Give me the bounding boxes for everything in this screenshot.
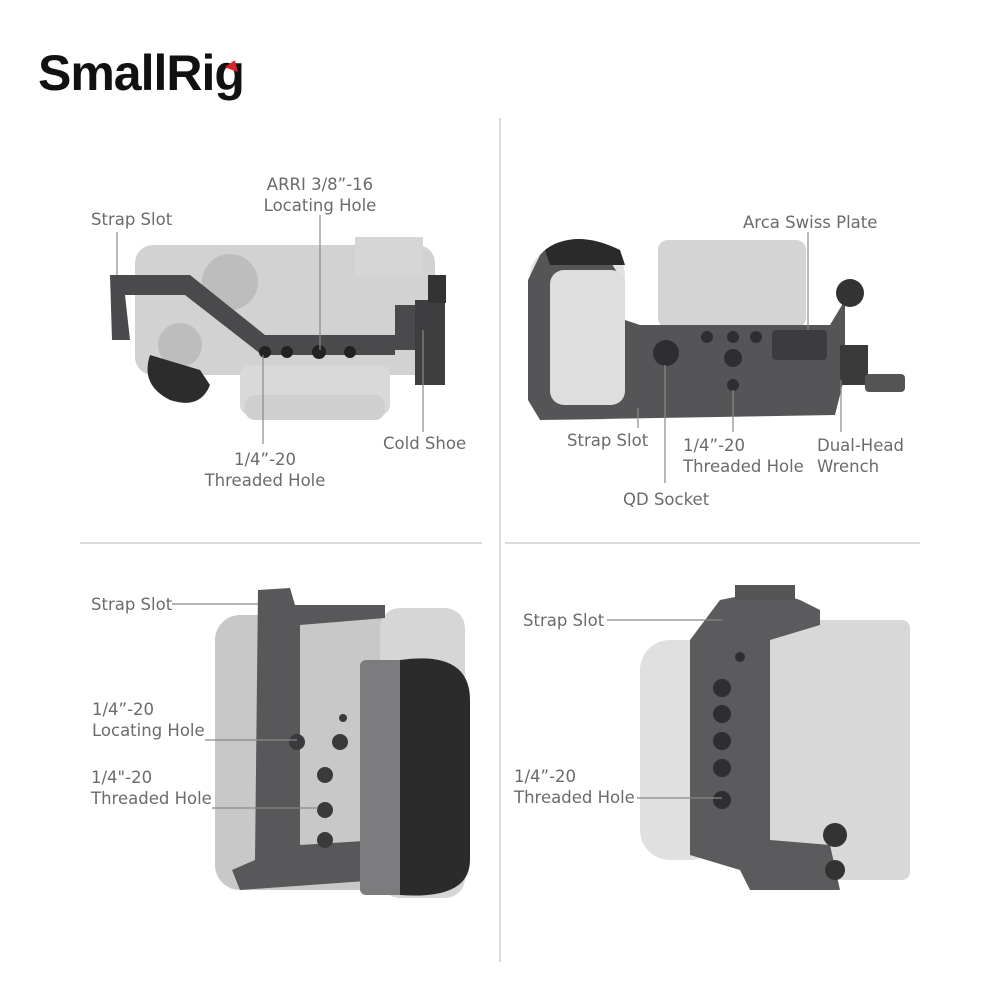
label-line: Threaded Hole bbox=[204, 471, 326, 490]
label-line: Dual-Head bbox=[817, 436, 904, 455]
top-view-leader-lines bbox=[116, 215, 424, 444]
bottom-view-leader-lines bbox=[637, 232, 842, 483]
label-line: 1/4"-20 bbox=[91, 768, 153, 787]
label-line: 1/4”-20 bbox=[514, 767, 577, 786]
top-view-product bbox=[110, 237, 446, 420]
rear-view-product bbox=[640, 585, 910, 890]
label-line: ARRI 3/8”-16 bbox=[266, 175, 374, 194]
label-threaded-hole-rear: 1/4”-20 Threaded Hole bbox=[514, 766, 635, 808]
label-qd-socket: QD Socket bbox=[623, 490, 710, 509]
label-threaded-hole-bottom-view: 1/4”-20 Threaded Hole bbox=[683, 435, 804, 477]
label-line: Locating Hole bbox=[92, 721, 205, 740]
label-arca-swiss-plate: Arca Swiss Plate bbox=[743, 213, 878, 232]
label-strap-slot-side: Strap Slot bbox=[91, 595, 173, 614]
label-line: Threaded Hole bbox=[683, 457, 804, 476]
bottom-view-product bbox=[528, 239, 905, 420]
rear-view-leader-lines bbox=[607, 619, 722, 799]
label-line: Wrench bbox=[817, 457, 880, 476]
label-strap-slot-bottom-view: Strap Slot bbox=[567, 431, 649, 450]
smallrig-logo: SmallRig bbox=[38, 45, 245, 101]
label-line: 1/4”-20 bbox=[233, 450, 297, 469]
label-line: 1/4”-20 bbox=[92, 700, 155, 719]
label-line: Threaded Hole bbox=[91, 789, 212, 808]
label-line: Locating Hole bbox=[263, 196, 377, 215]
side-view-leader-lines bbox=[172, 603, 318, 809]
label-dual-head-wrench: Dual-Head Wrench bbox=[817, 435, 904, 477]
side-view-product bbox=[215, 588, 470, 898]
label-arri-locating-hole: ARRI 3/8”-16 Locating Hole bbox=[255, 174, 385, 216]
label-strap-slot-top: Strap Slot bbox=[91, 210, 173, 229]
label-cold-shoe: Cold Shoe bbox=[383, 434, 467, 453]
label-strap-slot-rear: Strap Slot bbox=[523, 611, 605, 630]
label-locating-hole-side: 1/4”-20 Locating Hole bbox=[92, 699, 205, 741]
label-threaded-hole-top: 1/4”-20 Threaded Hole bbox=[200, 449, 330, 491]
label-threaded-hole-side: 1/4"-20 Threaded Hole bbox=[91, 767, 212, 809]
label-line: 1/4”-20 bbox=[683, 436, 746, 455]
label-line: Threaded Hole bbox=[514, 788, 635, 807]
